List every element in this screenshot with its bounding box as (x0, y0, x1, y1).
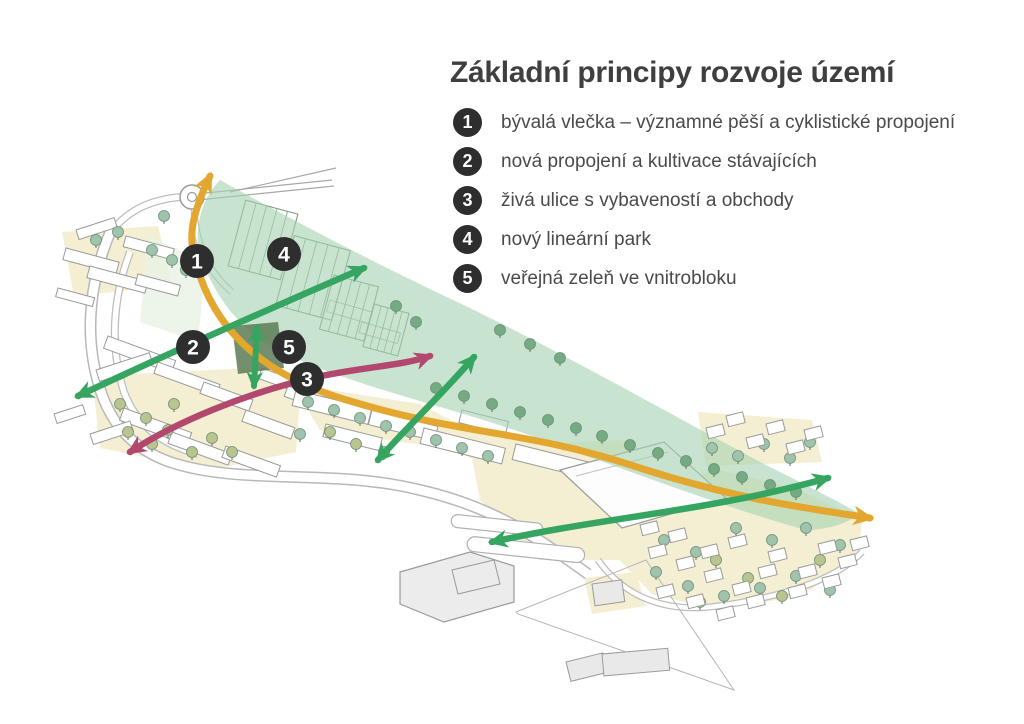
map-marker-5: 5 (272, 330, 306, 364)
vacant-parcel-outline (515, 559, 736, 691)
map-marker-circle (272, 330, 306, 364)
legend-item: 5 veřejná zeleň ve vnitrobloku (453, 264, 955, 293)
map-marker-circle (267, 237, 301, 271)
map-marker-circle (290, 362, 324, 396)
legend-item-number: 5 (453, 264, 482, 293)
gray-building-complex (399, 551, 515, 623)
map-marker-number: 1 (191, 251, 203, 274)
legend-item-label: bývalá vlečka – významné pěší a cyklisti… (501, 111, 956, 133)
legend: 1 bývalá vlečka – významné pěší a cyklist… (453, 108, 955, 293)
legend-item: 4 nový lineární park (453, 225, 955, 254)
page-title: Základní principy rozvoje území (450, 56, 895, 90)
arrow-green-connection-a (74, 264, 368, 400)
legend-item: 2 nová propojení a kultivace stávajících (453, 147, 955, 176)
legend-item: 3 živá ulice s vybaveností a obchody (453, 186, 955, 215)
map-markers: 1 2 3 4 5 (176, 237, 324, 396)
map-marker-number: 3 (301, 369, 313, 392)
arrow-green-connection-d (487, 473, 833, 548)
map-marker-circle (176, 330, 210, 364)
map-marker-circle (180, 244, 214, 278)
legend-item-label: veřejná zeleň ve vnitrobloku (501, 267, 737, 289)
legend-item-label: nová propojení a kultivace stávajících (501, 150, 817, 172)
small-gray-buildings (565, 579, 671, 683)
legend-item-number: 3 (453, 186, 482, 215)
legend-item: 1 bývalá vlečka – významné pěší a cyklist… (453, 108, 955, 137)
arrow-green-connection-b (246, 324, 265, 390)
legend-item-number: 1 (453, 108, 482, 137)
map-marker-number: 5 (283, 337, 295, 360)
map-marker-1: 1 (180, 244, 214, 278)
legend-item-number: 4 (453, 225, 482, 254)
map-marker-number: 4 (278, 244, 290, 267)
legend-item-label: nový lineární park (501, 228, 651, 250)
map-marker-4: 4 (267, 237, 301, 271)
map-marker-2: 2 (176, 330, 210, 364)
map-marker-3: 3 (290, 362, 324, 396)
map-marker-number: 2 (187, 337, 199, 360)
legend-item-number: 2 (453, 147, 482, 176)
legend-item-label: živá ulice s vybaveností a obchody (501, 189, 794, 211)
